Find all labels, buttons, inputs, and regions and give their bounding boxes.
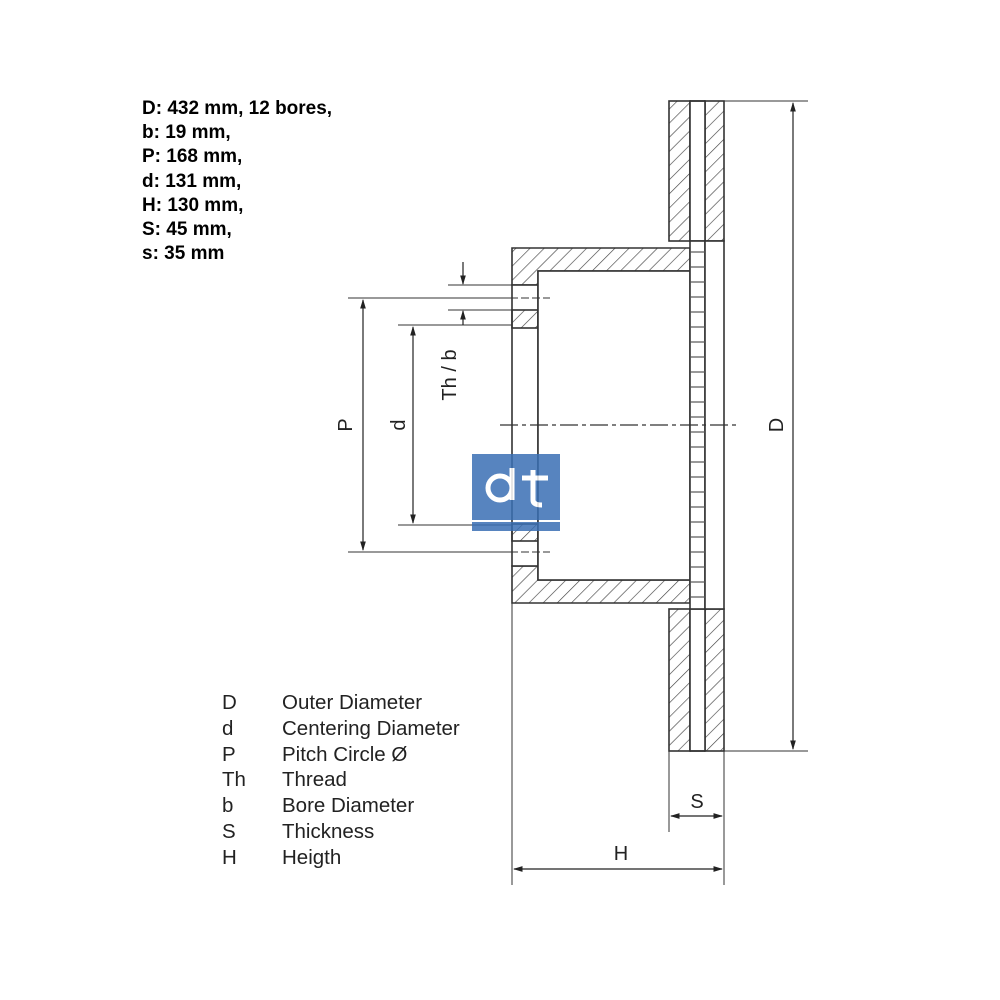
legend-row: Th Thread xyxy=(222,767,460,793)
spec-line: S: 45 mm, xyxy=(142,219,232,241)
dimension-lines xyxy=(360,102,796,872)
dt-logo-watermark xyxy=(472,454,560,531)
extension-lines xyxy=(348,100,808,885)
legend-abbr: b xyxy=(222,794,234,818)
spec-line: P: 168 mm, xyxy=(142,146,243,168)
top-outer-plate xyxy=(668,100,691,242)
legend-row: d Centering Diameter xyxy=(222,716,460,742)
legend-abbr: P xyxy=(222,742,236,766)
P-label: P xyxy=(335,418,357,431)
spec-list: D: 432 mm, 12 bores, b: 19 mm, P: 168 mm… xyxy=(142,97,332,266)
top-vent-slot xyxy=(689,100,706,242)
legend-desc: Thickness xyxy=(282,819,375,843)
legend-desc: Thread xyxy=(282,768,347,792)
legend-abbr: H xyxy=(222,845,237,869)
legend-abbr: D xyxy=(222,691,237,714)
legend-abbr: Th xyxy=(222,768,246,792)
bottom-inner-plate xyxy=(704,608,725,752)
disc-cross-section xyxy=(511,100,725,752)
spec-line: D: 432 mm, 12 bores, xyxy=(142,98,333,119)
legend-abbr: d xyxy=(222,716,234,740)
legend-desc: Bore Diameter xyxy=(282,794,415,818)
upper-bore-wall xyxy=(511,309,539,329)
spec-line: d: 131 mm, xyxy=(142,170,242,192)
D-label: D xyxy=(766,418,788,432)
legend-row: D Outer Diameter xyxy=(222,690,460,716)
legend-row: S Thickness xyxy=(222,819,460,845)
spec-line: b: 19 mm, xyxy=(142,122,231,144)
legend-desc: Pitch Circle Ø xyxy=(282,742,408,766)
spec-line: s: 35 mm xyxy=(142,243,225,265)
H-label: H xyxy=(614,843,628,865)
legend-row: b Bore Diameter xyxy=(222,793,460,819)
d-label: d xyxy=(388,419,410,430)
top-inner-plate xyxy=(704,100,725,242)
th-b-label: Th / b xyxy=(439,349,461,400)
legend: D Outer Diameter d Centering Diameter P Pit… xyxy=(222,690,460,871)
spec-line: H: 130 mm, xyxy=(142,194,244,216)
rib-ticks xyxy=(690,251,705,598)
legend-desc: Heigth xyxy=(282,845,342,869)
legend-abbr: S xyxy=(222,819,236,843)
legend-desc: Centering Diameter xyxy=(282,716,460,740)
bottom-vent-slot xyxy=(689,608,706,752)
legend-row: P Pitch Circle Ø xyxy=(222,742,460,768)
bottom-outer-plate xyxy=(668,608,691,752)
legend-desc: Outer Diameter xyxy=(282,691,423,714)
legend-row: H Heigth xyxy=(222,845,460,871)
S-label: S xyxy=(690,791,703,813)
